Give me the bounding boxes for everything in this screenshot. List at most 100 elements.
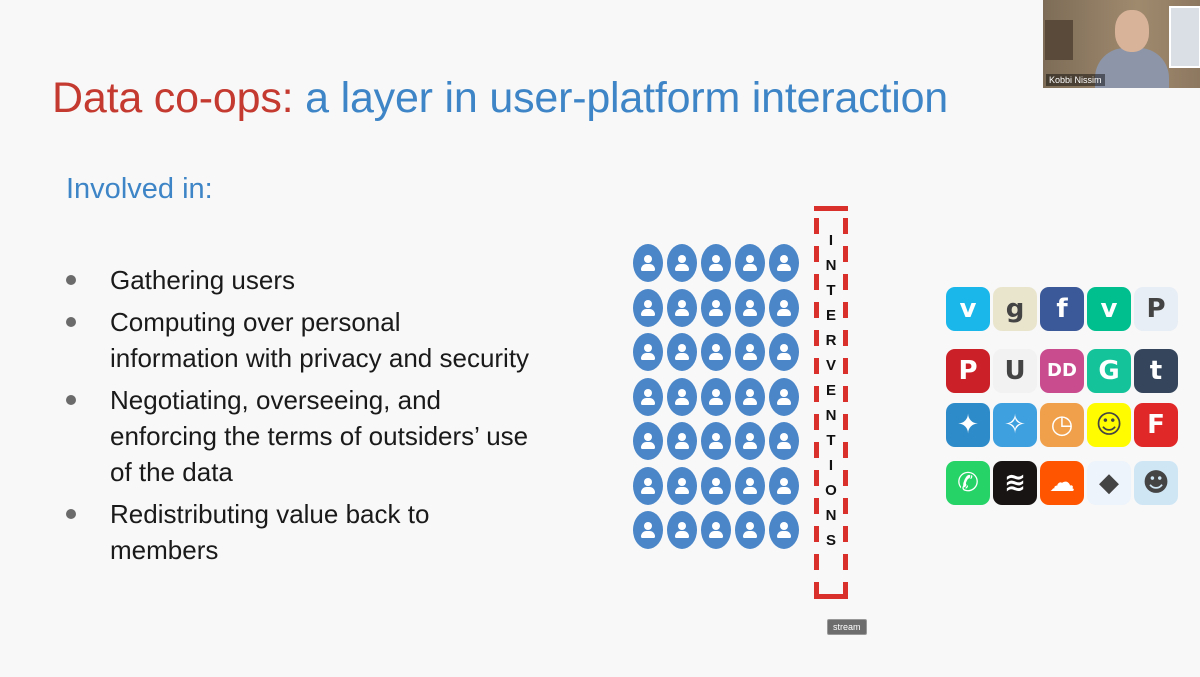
user-avatar-icon [701,511,731,549]
goodreads-icon: g [993,287,1037,331]
bullet-dot [66,395,76,405]
title-red-part: Data co-ops: [52,74,294,122]
user-head [644,433,652,441]
user-head [712,255,720,263]
speaker-body [1095,48,1169,88]
user-avatar-icon [769,288,799,327]
subtitle: Involved in: [66,173,213,205]
tumblr-icon: t [1134,349,1178,393]
user-head [780,388,788,397]
producthunt-icon: P [1134,287,1178,331]
user-torso [675,531,689,538]
user-avatar-icon [633,377,663,416]
user-torso [709,486,723,494]
user-torso [743,442,757,449]
user-torso [641,486,655,494]
user-torso [641,531,655,538]
participant-name: Kobbi Nissim [1046,74,1105,86]
user-head [746,433,754,441]
bullet-dot [66,275,76,285]
interventions-letter: S [825,532,836,549]
user-head [644,344,652,352]
bullet-item: Redistributing value back to members [66,496,536,568]
soundcloud-icon: ☁ [1040,461,1084,505]
bullet-item: Gathering users [66,262,536,298]
user-avatar-icon [769,511,799,549]
user-avatar-icon [735,377,765,416]
user-head [678,255,686,263]
interventions-letter: N [825,407,837,424]
interventions-letter: I [828,232,834,249]
user-avatar-icon [701,466,731,505]
user-avatar-icon [735,422,765,460]
user-torso [675,486,689,494]
bullet-text: Negotiating, overseeing, and enforcing t… [110,385,529,487]
bullet-text: Gathering users [110,265,295,295]
user-torso [709,531,723,538]
user-head [712,433,720,441]
user-torso [641,308,655,316]
user-head [746,344,754,352]
user-head [712,388,720,397]
interventions-letter: E [825,307,836,324]
user-torso [641,397,655,405]
user-head [644,299,652,308]
user-head [780,299,788,308]
user-avatar-icon [735,511,765,549]
user-torso [777,353,791,360]
user-torso [743,397,757,405]
slide-title: Data co-ops: a layer in user-platform in… [52,74,948,123]
user-torso [743,353,757,360]
user-torso [709,264,723,271]
user-torso [743,531,757,538]
video-thumbnail[interactable]: Kobbi Nissim [1043,0,1200,88]
user-torso [777,531,791,538]
user-torso [777,308,791,316]
user-head [712,344,720,352]
user-avatar-icon [667,422,697,460]
user-head [712,477,720,486]
user-head [780,477,788,486]
barrier-right-dashes [843,218,848,596]
grammarly-icon: G [1087,349,1131,393]
stream-badge[interactable]: stream [827,619,867,635]
interventions-letter: N [825,507,837,524]
user-torso [777,486,791,494]
user-torso [675,353,689,360]
barrier-bottom-cap [814,594,848,599]
interventions-letter: O [825,482,837,499]
user-torso [709,353,723,360]
user-grid [633,244,803,564]
user-torso [675,308,689,316]
vimeo-icon: v [946,287,990,331]
user-avatar-icon [701,377,731,416]
user-head [712,522,720,530]
cam-shelf [1045,20,1073,60]
user-torso [743,308,757,316]
user-torso [675,397,689,405]
user-head [678,388,686,397]
bullet-dot [66,317,76,327]
user-avatar-icon [701,333,731,371]
user-torso [641,264,655,271]
user-head [780,344,788,352]
user-head [746,522,754,530]
user-head [644,477,652,486]
facebook-icon: f [1040,287,1084,331]
user-torso [641,353,655,360]
user-avatar-icon [769,377,799,416]
user-avatar-icon [667,377,697,416]
doordash-icon: DD [1040,349,1084,393]
user-avatar-icon [667,244,697,282]
user-head [678,433,686,441]
user-head [678,299,686,308]
user-torso [743,264,757,271]
bullet-item: Computing over personal information with… [66,304,536,376]
user-torso [709,308,723,316]
bullet-dot [66,509,76,519]
user-torso [743,486,757,494]
user-head [644,522,652,530]
